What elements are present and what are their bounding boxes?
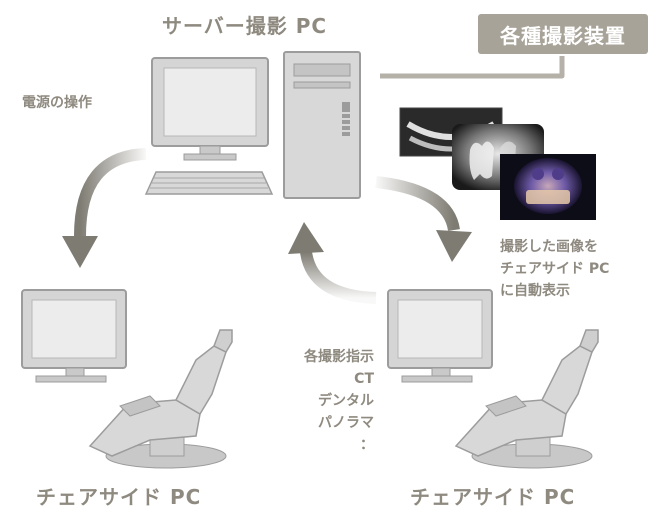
auto-display-note: 撮影した画像を チェアサイド PC に自動表示 xyxy=(500,236,609,302)
instruction-line: パノラマ xyxy=(318,415,374,431)
auto-display-note-line: に自動表示 xyxy=(500,283,570,299)
ct-3d-image xyxy=(500,154,596,220)
server-keyboard xyxy=(144,171,274,195)
imaging-instructions: 各撮影指示 CT デンタル パノラマ ： xyxy=(270,346,374,456)
power-operation-label: 電源の操作 xyxy=(22,95,92,111)
instruction-line: デンタル xyxy=(318,393,374,409)
arrow-to-left-chairside xyxy=(62,148,147,268)
arrow-to-right-chairside xyxy=(375,176,472,262)
left-chairside-monitor xyxy=(21,289,127,383)
right-dental-chair xyxy=(454,329,599,469)
imaging-equipment-badge: 各種撮影装置 xyxy=(478,14,648,54)
arrow-to-server xyxy=(288,222,377,304)
instruction-line: ： xyxy=(360,437,374,453)
auto-display-note-line: チェアサイド PC xyxy=(500,261,610,277)
right-chairside-pc-title: チェアサイド PC xyxy=(410,485,576,509)
server-monitor xyxy=(151,57,269,161)
server-pc-title: サーバー撮影 PC xyxy=(162,14,328,38)
server-tower xyxy=(283,51,361,199)
left-dental-chair xyxy=(88,329,233,469)
instruction-line: CT xyxy=(354,371,374,387)
instruction-line: 各撮影指示 xyxy=(304,349,374,365)
equipment-connector xyxy=(380,56,565,79)
left-chairside-pc-title: チェアサイド PC xyxy=(36,485,202,509)
right-chairside-monitor xyxy=(387,289,493,383)
auto-display-note-line: 撮影した画像を xyxy=(500,239,598,255)
